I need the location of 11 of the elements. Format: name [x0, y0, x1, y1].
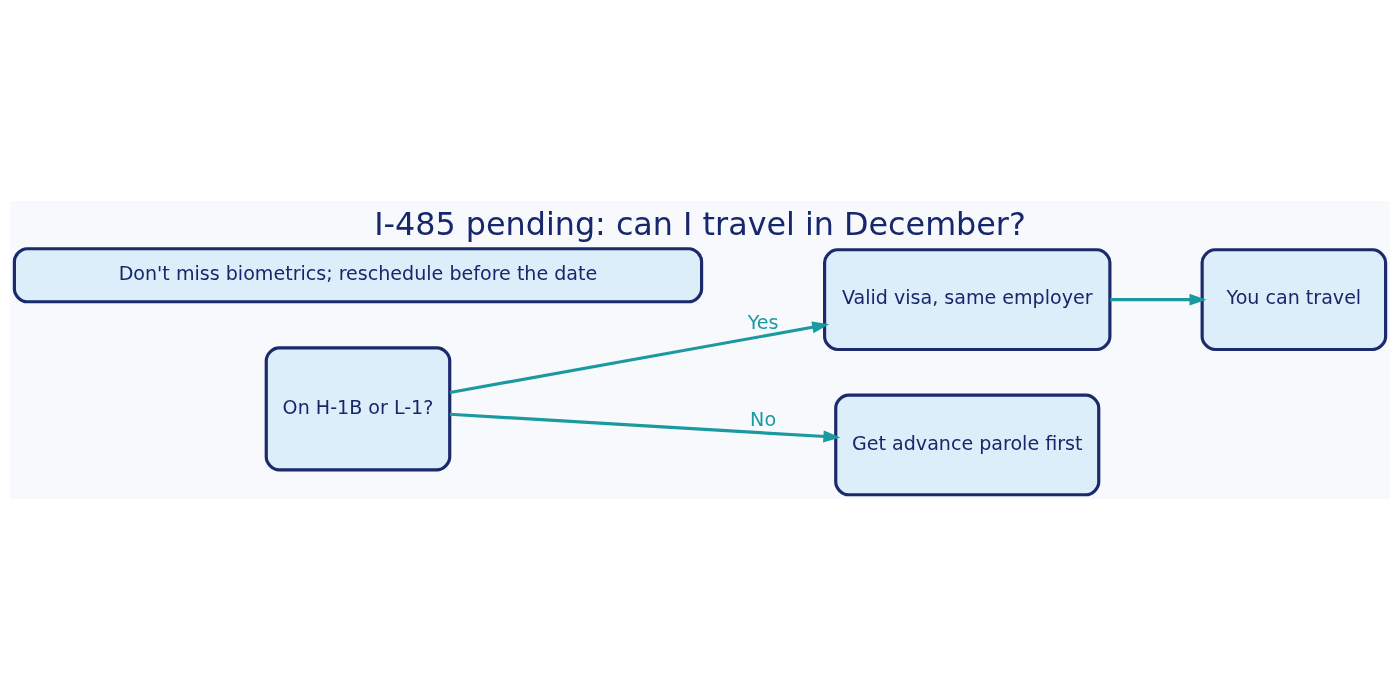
arrow	[1110, 293, 1207, 306]
node-box: On H-1B or L-1?	[264, 346, 452, 472]
arrow	[449, 321, 830, 395]
node-box: You can travel	[1200, 248, 1388, 352]
arrow	[449, 412, 841, 443]
edge-label: No	[750, 408, 777, 431]
edge-label: Yes	[747, 310, 779, 333]
diagram-title: I-485 pending: can I travel in December?	[374, 204, 1026, 243]
node-box: Get advance parole first	[834, 393, 1101, 497]
node-box: Valid visa, same employer	[823, 248, 1112, 352]
node-box: Don't miss biometrics; reschedule before the date	[12, 247, 704, 304]
